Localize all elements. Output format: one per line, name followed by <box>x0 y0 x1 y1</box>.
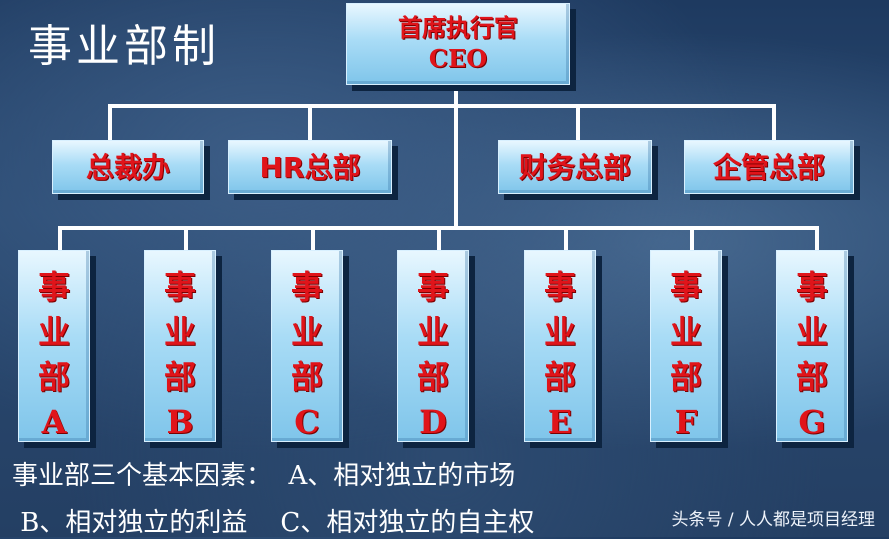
connector-unit-c <box>311 226 315 250</box>
unit-box-a: 事 业 部 A <box>18 250 90 442</box>
connector-unit-f <box>690 226 694 250</box>
unit-char: 事 <box>290 268 323 306</box>
unit-char: 事 <box>416 268 449 306</box>
dept-box-finance: 财务总部 <box>498 140 652 194</box>
unit-box-d: 事 业 部 D <box>397 250 469 442</box>
ceo-abbrev: CEO <box>428 44 488 73</box>
unit-char: 事 <box>37 268 70 306</box>
caption-line-2: B、相对独立的利益 C、相对独立的自主权 <box>12 508 535 538</box>
page-title: 事业部制 <box>28 21 220 72</box>
unit-char: 部 <box>795 358 828 396</box>
unit-char: 业 <box>290 313 323 351</box>
connector-unit-g <box>815 226 819 250</box>
unit-letter: F <box>674 403 698 441</box>
dept-box-president-office: 总裁办 <box>52 140 204 194</box>
connector-dept-3 <box>576 104 580 140</box>
unit-char: 业 <box>163 313 196 351</box>
connector-unit-b <box>184 226 188 250</box>
unit-char: 业 <box>669 313 702 351</box>
unit-letter: C <box>294 403 320 441</box>
ceo-title: 首席执行官 <box>398 13 518 42</box>
unit-char: 部 <box>290 358 323 396</box>
unit-letter: A <box>41 403 67 441</box>
unit-char: 业 <box>37 313 70 351</box>
unit-letter: B <box>166 403 194 441</box>
connector-unit-e <box>564 226 568 250</box>
unit-char: 部 <box>669 358 702 396</box>
unit-char: 事 <box>795 268 828 306</box>
unit-char: 部 <box>416 358 449 396</box>
connector-unit-a <box>58 226 62 250</box>
unit-char: 部 <box>163 358 196 396</box>
unit-char: 事 <box>669 268 702 306</box>
connector-unit-d <box>437 226 441 250</box>
unit-box-c: 事 业 部 C <box>271 250 343 442</box>
unit-char: 部 <box>37 358 70 396</box>
unit-char: 业 <box>416 313 449 351</box>
unit-char: 事 <box>163 268 196 306</box>
ceo-box: 首席执行官 CEO <box>346 3 570 85</box>
connector-dept-4 <box>772 104 776 140</box>
unit-box-e: 事 业 部 E <box>524 250 596 442</box>
connector-dept-2 <box>308 104 312 140</box>
watermark: 头条号 / 人人都是项目经理 <box>671 510 875 530</box>
unit-letter: E <box>547 403 573 441</box>
caption-line-1: 事业部三个基本因素： A、相对独立的市场 <box>12 461 516 491</box>
unit-char: 业 <box>543 313 576 351</box>
dept-box-management: 企管总部 <box>684 140 854 194</box>
connector-ceo-down <box>454 85 458 230</box>
connector-dept-1 <box>108 104 112 140</box>
unit-char: 业 <box>795 313 828 351</box>
connector-dept-bar <box>108 104 776 108</box>
unit-char: 部 <box>543 358 576 396</box>
unit-box-b: 事 业 部 B <box>144 250 216 442</box>
unit-box-g: 事 业 部 G <box>776 250 848 442</box>
unit-letter: D <box>419 403 447 441</box>
unit-char: 事 <box>543 268 576 306</box>
unit-letter: G <box>798 403 826 441</box>
dept-box-hr: HR总部 <box>228 140 392 194</box>
unit-box-f: 事 业 部 F <box>650 250 722 442</box>
